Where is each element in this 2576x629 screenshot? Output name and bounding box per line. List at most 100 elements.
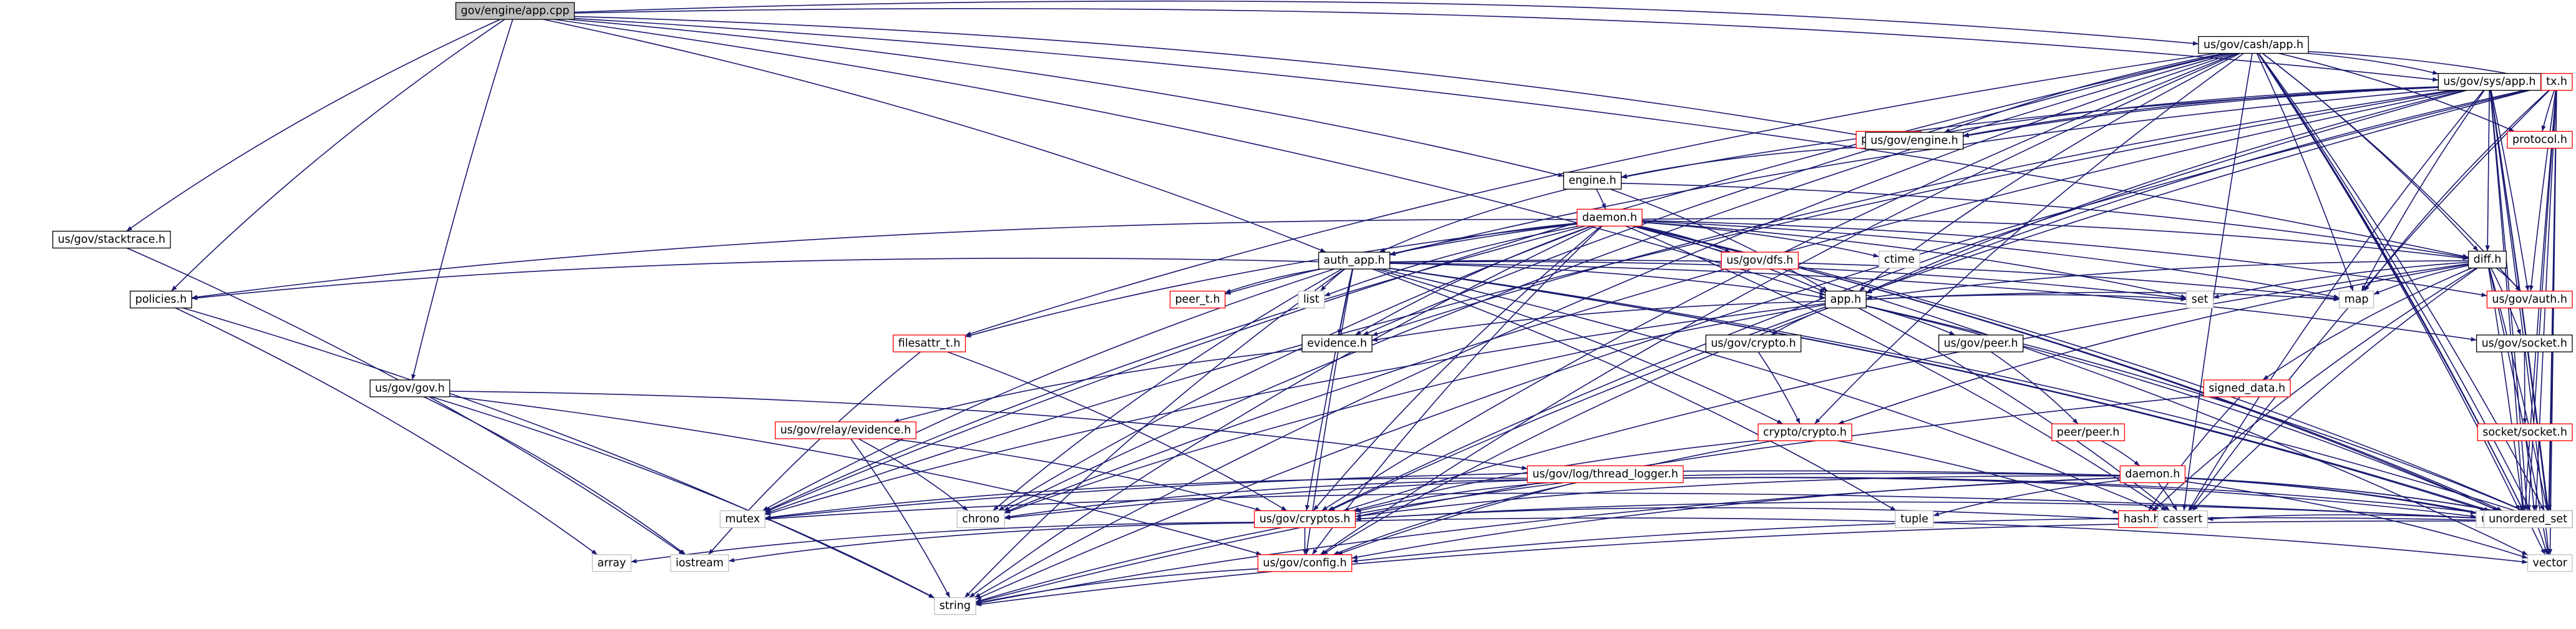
edge-cash_app-to-chrono [1003, 52, 2232, 512]
node-us-gov-dfs[interactable]: us/gov/dfs.h [1721, 251, 1799, 270]
node-label: us/gov/cash/app.h [2204, 39, 2303, 51]
node-list: list [1298, 290, 1325, 309]
node-label: peer/peer.h [2057, 426, 2120, 439]
edge-daemon_top-to-set [1642, 222, 2187, 299]
node-box [2527, 554, 2573, 572]
node-chrono: chrono [956, 510, 1005, 529]
edge-gov_engine-to-engine [1621, 146, 1866, 178]
edge-engine-to-daemon_top [1596, 188, 1606, 210]
node-box [774, 421, 916, 439]
edge-cryptos-to-iostream [728, 522, 1255, 563]
node-label: gov/engine/app.cpp [461, 5, 570, 17]
node-box [2198, 36, 2309, 54]
edge-auth_app-to-cryptos [1305, 268, 1353, 511]
edge-app_cpp-to-engine [568, 19, 1564, 177]
node-stacktrace[interactable]: us/gov/stacktrace.h [52, 230, 171, 249]
node-us-gov-h[interactable]: us/gov/gov.h [369, 379, 450, 397]
node-cryptos[interactable]: us/gov/cryptos.h [1253, 510, 1356, 529]
node-box [1721, 251, 1799, 270]
node-label: protocol.h [2512, 134, 2567, 146]
node-label: us/gov/socket.h [2482, 337, 2567, 349]
node-us-gov-auth[interactable]: us/gov/auth.h [2486, 290, 2573, 309]
node-app-h[interactable]: app.h [1824, 290, 1867, 309]
edge-datagram-to-vector [2537, 527, 2548, 555]
edge-tx-to-string [975, 86, 2542, 600]
edge-daemon_top-to-peer_t [1225, 223, 1577, 295]
node-box [719, 510, 766, 529]
node-thread-logger[interactable]: us/gov/log/thread_logger.h [1527, 465, 1684, 484]
node-box [2477, 423, 2573, 441]
node-protocol-r[interactable]: protocol.h [2507, 130, 2573, 149]
edge-daemon_top-to-us_gov_dfs [1639, 225, 1731, 253]
node-label: us/gov/peer.h [1944, 337, 2018, 349]
edge-app_h-to-thread [1866, 305, 2527, 513]
edge-diff-to-map [2373, 265, 2469, 295]
node-label: chrono [962, 513, 999, 525]
edge-daemon_top-to-map [1642, 220, 2340, 299]
edge-cryptos-to-array [631, 522, 1255, 563]
node-label: crypto/crypto.h [1763, 426, 1847, 439]
edge-socket_socket-to-datagram [2525, 441, 2536, 511]
node-tx[interactable]: tx.h [2540, 73, 2573, 91]
node-box [1301, 334, 1373, 353]
node-label: vector [2532, 557, 2567, 569]
node-box [2483, 510, 2573, 529]
edge-us_gov_h-to-config [449, 396, 1262, 555]
node-us-gov-peer[interactable]: us/gov/peer.h [1938, 334, 2024, 353]
edge-thread_logger-to-config [1333, 482, 1577, 555]
node-label: array [597, 557, 626, 569]
node-label: us/gov/relay/evidence.h [780, 424, 911, 437]
node-daemon-bot[interactable]: daemon.h [2119, 465, 2186, 484]
node-box [1577, 208, 1643, 227]
node-gov-engine[interactable]: us/gov/engine.h [1865, 132, 1964, 150]
node-iostream: iostream [670, 554, 729, 572]
node-box [1563, 172, 1622, 190]
node-auth-app[interactable]: auth_app.h [1318, 251, 1391, 270]
node-evidence[interactable]: evidence.h [1301, 334, 1373, 353]
edge-auth_app-to-policies [192, 258, 1319, 301]
node-crypto-crypto[interactable]: crypto/crypto.h [1757, 423, 1852, 441]
node-label: signed_data.h [2209, 382, 2285, 394]
edge-app_h-to-unordered_map [1866, 305, 2499, 512]
edge-sys_app-to-us_gov_auth [2491, 90, 2530, 291]
node-relay-evidence[interactable]: us/gov/relay/evidence.h [774, 421, 916, 439]
node-box [1824, 290, 1867, 309]
edge-peer_peer-to-daemon_bot [2101, 440, 2141, 467]
node-cash-app[interactable]: us/gov/cash/app.h [2198, 36, 2309, 54]
node-box [52, 230, 171, 249]
edge-daemon_bot-to-thread [2185, 477, 2527, 518]
edge-engine-to-auth_app [1379, 188, 1568, 253]
node-label: unordered_set [2489, 513, 2567, 525]
edge-cash_app-to-unordered_map [2258, 53, 2520, 511]
node-hash[interactable]: hash.h [2118, 510, 2166, 529]
node-sys-app[interactable]: us/gov/sys/app.h [2437, 73, 2542, 91]
node-label: us/gov/log/thread_logger.h [1532, 468, 1678, 480]
edge-diff-to-us_gov_auth [2496, 267, 2522, 292]
node-signed-data[interactable]: signed_data.h [2203, 379, 2291, 397]
edge-cash_app-to-sys_app [2307, 52, 2439, 75]
edge-auth_app-to-string [964, 268, 1345, 598]
node-config[interactable]: us/gov/config.h [1257, 554, 1353, 572]
node-box [2185, 290, 2214, 309]
node-peer-t[interactable]: peer_t.h [1169, 290, 1226, 309]
node-socket-socket[interactable]: socket/socket.h [2477, 423, 2573, 441]
node-box [591, 554, 632, 572]
node-filesattr[interactable]: filesattr_t.h [893, 334, 966, 353]
edge-sys_app-to-gov_engine [1963, 86, 2439, 137]
edge-app_cpp-to-diff [574, 17, 2469, 258]
node-label: map [2345, 293, 2369, 306]
node-label: evidence.h [1307, 337, 1367, 349]
edge-daemon_top-to-filesattr [965, 223, 1577, 338]
node-us-gov-socket[interactable]: us/gov/socket.h [2476, 334, 2573, 353]
edge-datagram-to-config [1351, 517, 2499, 563]
node-label: hash.h [2124, 513, 2160, 525]
node-daemon-top[interactable]: daemon.h [1577, 208, 1643, 227]
node-label: us/gov/config.h [1263, 557, 1346, 569]
node-box [455, 2, 575, 20]
node-us-gov-crypto[interactable]: us/gov/crypto.h [1705, 334, 1802, 353]
node-peer-peer[interactable]: peer/peer.h [2051, 423, 2126, 441]
node-policies[interactable]: policies.h [130, 290, 192, 309]
node-diff[interactable]: diff.h [2467, 250, 2507, 269]
node-engine[interactable]: engine.h [1563, 172, 1622, 190]
